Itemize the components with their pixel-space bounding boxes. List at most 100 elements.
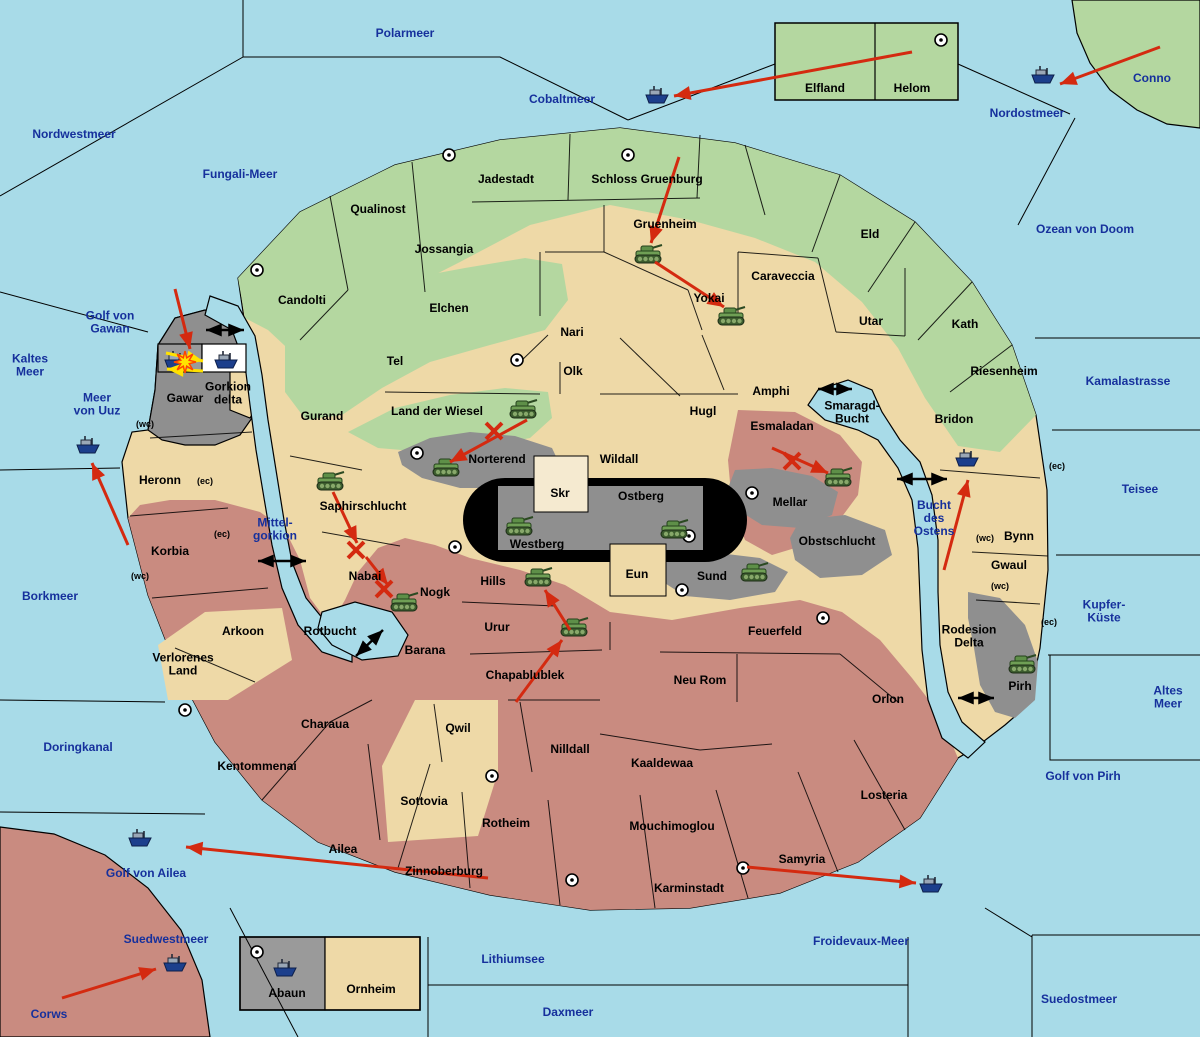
territory-label-elfland[interactable]: Elfland [805,81,845,95]
sea-label-froidevaux-meer[interactable]: Froidevaux-Meer [813,934,909,948]
territory-label-nilldall[interactable]: Nilldall [550,742,589,756]
sea-label-nordostmeer[interactable]: Nordostmeer [990,106,1065,120]
sea-label-kupfer-küste[interactable]: Kupfer-Küste [1083,598,1126,625]
region-border [547,799,561,906]
territory-label-losteria[interactable]: Losteria [861,788,908,802]
territory-label-sund[interactable]: Sund [697,569,727,583]
territory-label-mellar[interactable]: Mellar [773,495,808,509]
region-corws[interactable] [0,826,211,1037]
territory-label-jadestadt[interactable]: Jadestadt [478,172,534,186]
territory-label-elchen[interactable]: Elchen [429,301,468,315]
sea-label-golf-von-pirh[interactable]: Golf von Pirh [1045,769,1120,783]
sea-border-line [984,907,1033,938]
territory-label-kaaldewaa[interactable]: Kaaldewaa [631,756,693,770]
territory-label-nogk[interactable]: Nogk [420,585,450,599]
territory-label-urur[interactable]: Urur [484,620,510,634]
territory-label-ornheim[interactable]: Ornheim [346,982,395,996]
territory-label-caraveccia[interactable]: Caraveccia [751,269,815,283]
territory-label-hugl[interactable]: Hugl [690,404,717,418]
territory-label-ostberg[interactable]: Ostberg [618,489,664,503]
territory-label-schloss-gruenburg[interactable]: Schloss Gruenburg [591,172,702,186]
territory-label-nabai[interactable]: Nabai [349,569,382,583]
territory-label-gawar[interactable]: Gawar [167,391,204,405]
territory-label-feuerfeld[interactable]: Feuerfeld [748,624,802,638]
territory-label-tel[interactable]: Tel [387,354,403,368]
territory-label-zinnoberburg[interactable]: Zinnoberburg [405,864,483,878]
territory-label-candolti[interactable]: Candolti [278,293,326,307]
territory-label-pirh[interactable]: Pirh [1008,679,1031,693]
territory-label-olk[interactable]: Olk [563,364,583,378]
territory-label-land-der-wiesel[interactable]: Land der Wiesel [391,404,483,418]
territory-label-yokai[interactable]: Yokai [693,291,724,305]
territory-label-karminstadt[interactable]: Karminstadt [654,881,724,895]
sea-label-polarmeer[interactable]: Polarmeer [376,26,435,40]
territory-label-westberg[interactable]: Westberg [510,537,564,551]
territory-label-orlon[interactable]: Orlon [872,692,904,706]
territory-label-bynn[interactable]: Bynn [1004,529,1034,543]
region-conno[interactable] [1071,0,1200,129]
sea-label-corws[interactable]: Corws [31,1007,68,1021]
territory-label-wildall[interactable]: Wildall [600,452,639,466]
territory-label-ailea[interactable]: Ailea [329,842,358,856]
territory-label-smaragd-bucht[interactable]: Smaragd-Bucht [824,399,879,426]
sea-label-teisee[interactable]: Teisee [1122,482,1159,496]
sea-label-nordwestmeer[interactable]: Nordwestmeer [32,127,116,141]
sea-label-borkmeer[interactable]: Borkmeer [22,589,78,603]
sea-label-suedwestmeer[interactable]: Suedwestmeer [124,932,209,946]
sea-label-suedostmeer[interactable]: Suedostmeer [1041,992,1117,1006]
territory-label-kath[interactable]: Kath [952,317,979,331]
territory-label-abaun[interactable]: Abaun [268,986,305,1000]
territory-label-riesenheim[interactable]: Riesenheim [970,364,1037,378]
territory-label-norterend[interactable]: Norterend [468,452,525,466]
sea-label-ozean-von-doom[interactable]: Ozean von Doom [1036,222,1134,236]
territory-label-esmaladan[interactable]: Esmaladan [750,419,813,433]
territory-label-eun[interactable]: Eun [626,567,649,581]
territory-label-qwil[interactable]: Qwil [445,721,470,735]
territory-label-neu-rom[interactable]: Neu Rom [674,673,727,687]
territory-label-barana[interactable]: Barana [405,643,446,657]
sea-label-lithiumsee[interactable]: Lithiumsee [481,952,545,966]
territory-label-arkoon[interactable]: Arkoon [222,624,264,638]
territory-label-charaua[interactable]: Charaua [301,717,349,731]
sea-label-kamalastrasse[interactable]: Kamalastrasse [1086,374,1171,388]
territory-label-utar[interactable]: Utar [859,314,883,328]
territory-label-rotbucht[interactable]: Rotbucht [304,624,357,638]
sea-label-fungali-meer[interactable]: Fungali-Meer [203,167,278,181]
territory-label-gurand[interactable]: Gurand [301,409,344,423]
sea-label-mittel-gorkion[interactable]: Mittel-gorkion [253,516,297,543]
territory-label-jossangia[interactable]: Jossangia [415,242,474,256]
territory-label-mouchimoglou[interactable]: Mouchimoglou [629,819,714,833]
territory-label-eld[interactable]: Eld [861,227,880,241]
territory-label-bridon[interactable]: Bridon [935,412,974,426]
territory-label-gruenheim[interactable]: Gruenheim [633,217,696,231]
territory-label-kentommenai[interactable]: Kentommenai [217,759,296,773]
territory-label-samyria[interactable]: Samyria [779,852,826,866]
sea-label-daxmeer[interactable]: Daxmeer [543,1005,594,1019]
territory-label-sottovia[interactable]: Sottovia [400,794,448,808]
territory-label-nari[interactable]: Nari [560,325,583,339]
territory-label-hills[interactable]: Hills [480,574,506,588]
territory-label-rotheim[interactable]: Rotheim [482,816,530,830]
sea-label-cobaltmeer[interactable]: Cobaltmeer [529,92,595,106]
territory-label-helom[interactable]: Helom [894,81,931,95]
territory-label-skr[interactable]: Skr [550,486,570,500]
territory-label-qualinost[interactable]: Qualinost [350,202,405,216]
sea-label-doringkanal[interactable]: Doringkanal [43,740,112,754]
territory-label-amphi[interactable]: Amphi [752,384,789,398]
sea-label-golf-von-ailea[interactable]: Golf von Ailea [106,866,187,880]
territory-label-saphirschlucht[interactable]: Saphirschlucht [320,499,407,513]
territory-label-chapablublek[interactable]: Chapablublek [486,668,565,682]
territory-label-obstschlucht[interactable]: Obstschlucht [799,534,876,548]
sea-label-conno[interactable]: Conno [1133,71,1171,85]
territory-label-gwaul[interactable]: Gwaul [991,558,1027,572]
territory-label-korbia[interactable]: Korbia [151,544,189,558]
territory-label-heronn[interactable]: Heronn [139,473,181,487]
